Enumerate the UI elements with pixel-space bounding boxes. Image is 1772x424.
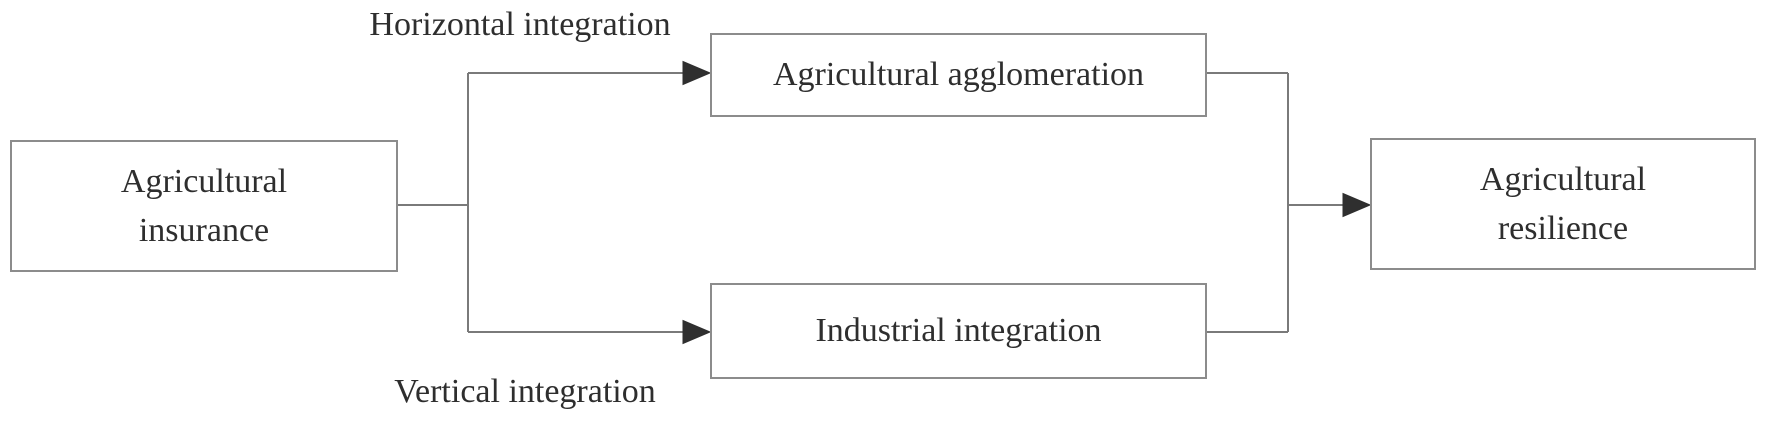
edge-label-vertical-integration: Vertical integration bbox=[394, 373, 656, 410]
node-agricultural-insurance: Agricultural insurance bbox=[10, 140, 398, 272]
arrowhead-to-resilience-icon bbox=[1342, 192, 1372, 218]
node-industrial-integration: Industrial integration bbox=[710, 283, 1207, 379]
node-agricultural-insurance-label: Agricultural insurance bbox=[120, 162, 288, 249]
arrowhead-to-industrial-icon bbox=[682, 319, 712, 345]
node-industrial-integration-label: Industrial integration bbox=[815, 312, 1102, 350]
edge-label-horizontal-integration: Horizontal integration bbox=[369, 6, 671, 43]
node-agricultural-resilience-label: Agricultural resilience bbox=[1479, 160, 1647, 247]
node-agricultural-agglomeration: Agricultural agglomeration bbox=[710, 33, 1207, 117]
node-agricultural-resilience: Agricultural resilience bbox=[1370, 138, 1756, 270]
node-agricultural-agglomeration-label: Agricultural agglomeration bbox=[772, 56, 1145, 94]
arrowhead-to-agglomeration-icon bbox=[682, 60, 712, 86]
